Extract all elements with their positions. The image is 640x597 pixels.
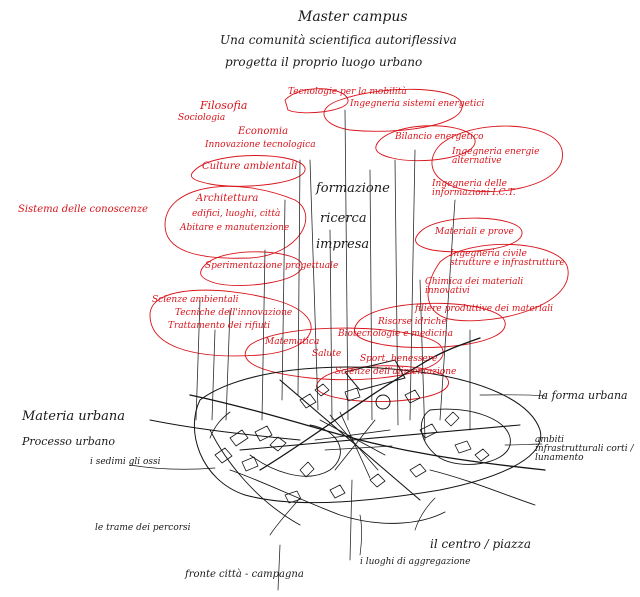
label-trame-percorsi: le trame dei percorsi xyxy=(95,523,191,533)
bubble-tecnologie xyxy=(284,88,349,114)
label-ingegneria-ict: Ingegneria delle informazioni I.C.T. xyxy=(432,179,516,198)
label-filosofia: Filosofia xyxy=(200,99,248,112)
bubble-energie xyxy=(431,125,563,193)
discipline-bubbles xyxy=(149,88,569,402)
label-scienze-alimentazione: Scienze dell'alimentazione xyxy=(335,367,457,377)
label-economia: Economia xyxy=(238,126,289,137)
core-impresa: impresa xyxy=(316,237,370,252)
title-line-1: Una comunità scientifica autoriflessiva xyxy=(220,33,457,47)
bubble-ingegneria xyxy=(323,88,463,132)
bubble-scienze xyxy=(149,289,312,357)
bubble-risorse xyxy=(354,302,506,349)
label-culture-ambientali: Culture ambientali xyxy=(202,161,298,172)
label-tecniche-innovazione: Tecniche dell'innovazione xyxy=(175,308,293,318)
label-materiali-prove: Materiali e prove xyxy=(435,227,514,237)
title-line-2: progetta il proprio luogo urbano xyxy=(225,55,423,69)
label-sedimi: i sedimi gli ossi xyxy=(90,457,161,467)
bubble-bilancio xyxy=(375,125,476,162)
label-centro-piazza: il centro / piazza xyxy=(430,537,531,551)
label-edifici-luoghi-citta: edifici, luoghi, città xyxy=(192,209,281,219)
label-ambiti-infrastrutturali: ambiti infrastrutturali corti / lunament… xyxy=(535,435,634,463)
label-scienze-ambientali: Scienze ambientali xyxy=(152,295,239,305)
label-sistema-conoscenze: Sistema delle conoscenze xyxy=(18,204,148,215)
label-architettura: Architettura xyxy=(196,193,259,204)
bubble-sperimentazione xyxy=(200,251,303,286)
bubble-materiali xyxy=(415,217,523,253)
label-ingegneria-energie: Ingegneria energie alternative xyxy=(452,147,540,166)
bubble-architettura xyxy=(164,185,307,259)
label-salute: Salute xyxy=(312,349,342,359)
title-heading: Master campus xyxy=(298,9,408,25)
bubble-civile xyxy=(427,243,569,322)
bubble-culture xyxy=(190,155,306,187)
core-formazione: formazione xyxy=(316,181,390,196)
label-chimica-materiali: Chimica dei materiali innovativi xyxy=(425,277,524,296)
label-sperimentazione: Sperimentazione progettuale xyxy=(205,261,339,271)
bubble-sport xyxy=(316,365,449,402)
label-sport-benessere: Sport, benessere xyxy=(360,354,438,364)
label-risorse-idriche: Risorse idriche xyxy=(378,317,447,327)
label-bilancio-energetico: Bilancio energetico xyxy=(395,132,484,142)
label-ingegneria-sistemi: Ingegneria sistemi energetici xyxy=(350,99,485,109)
label-forma-urbana: la forma urbana xyxy=(538,389,628,402)
label-processo-urbano: Processo urbano xyxy=(22,435,116,448)
label-filiere-produttive: filiere produttive dei materiali xyxy=(415,304,553,314)
label-sociologia: Sociologia xyxy=(178,113,226,123)
urban-plan xyxy=(129,337,546,556)
label-luoghi-aggregazione: i luoghi di aggregazione xyxy=(360,557,471,567)
label-ingegneria-civile: Ingegneria civile strutture e infrastrut… xyxy=(450,249,565,268)
label-matematica: Matematica xyxy=(265,337,320,347)
label-materia-urbana: Materia urbana xyxy=(22,409,126,424)
core-ricerca: ricerca xyxy=(320,211,367,226)
label-trattamento-rifiuti: Trattamento dei rifiuti xyxy=(168,321,271,331)
label-abitare-manutenzione: Abitare e manutenzione xyxy=(180,223,290,233)
vertical-links xyxy=(195,109,471,591)
label-biotecnologie: Biotecnologie e medicina xyxy=(338,329,454,339)
bubble-biotecnologie xyxy=(244,327,444,381)
label-innovazione: Innovazione tecnologica xyxy=(205,140,316,150)
label-fronte-citta-campagna: fronte città - campagna xyxy=(185,569,304,580)
label-tecnologie-mobilita: Tecnologie per la mobilità xyxy=(288,87,407,97)
